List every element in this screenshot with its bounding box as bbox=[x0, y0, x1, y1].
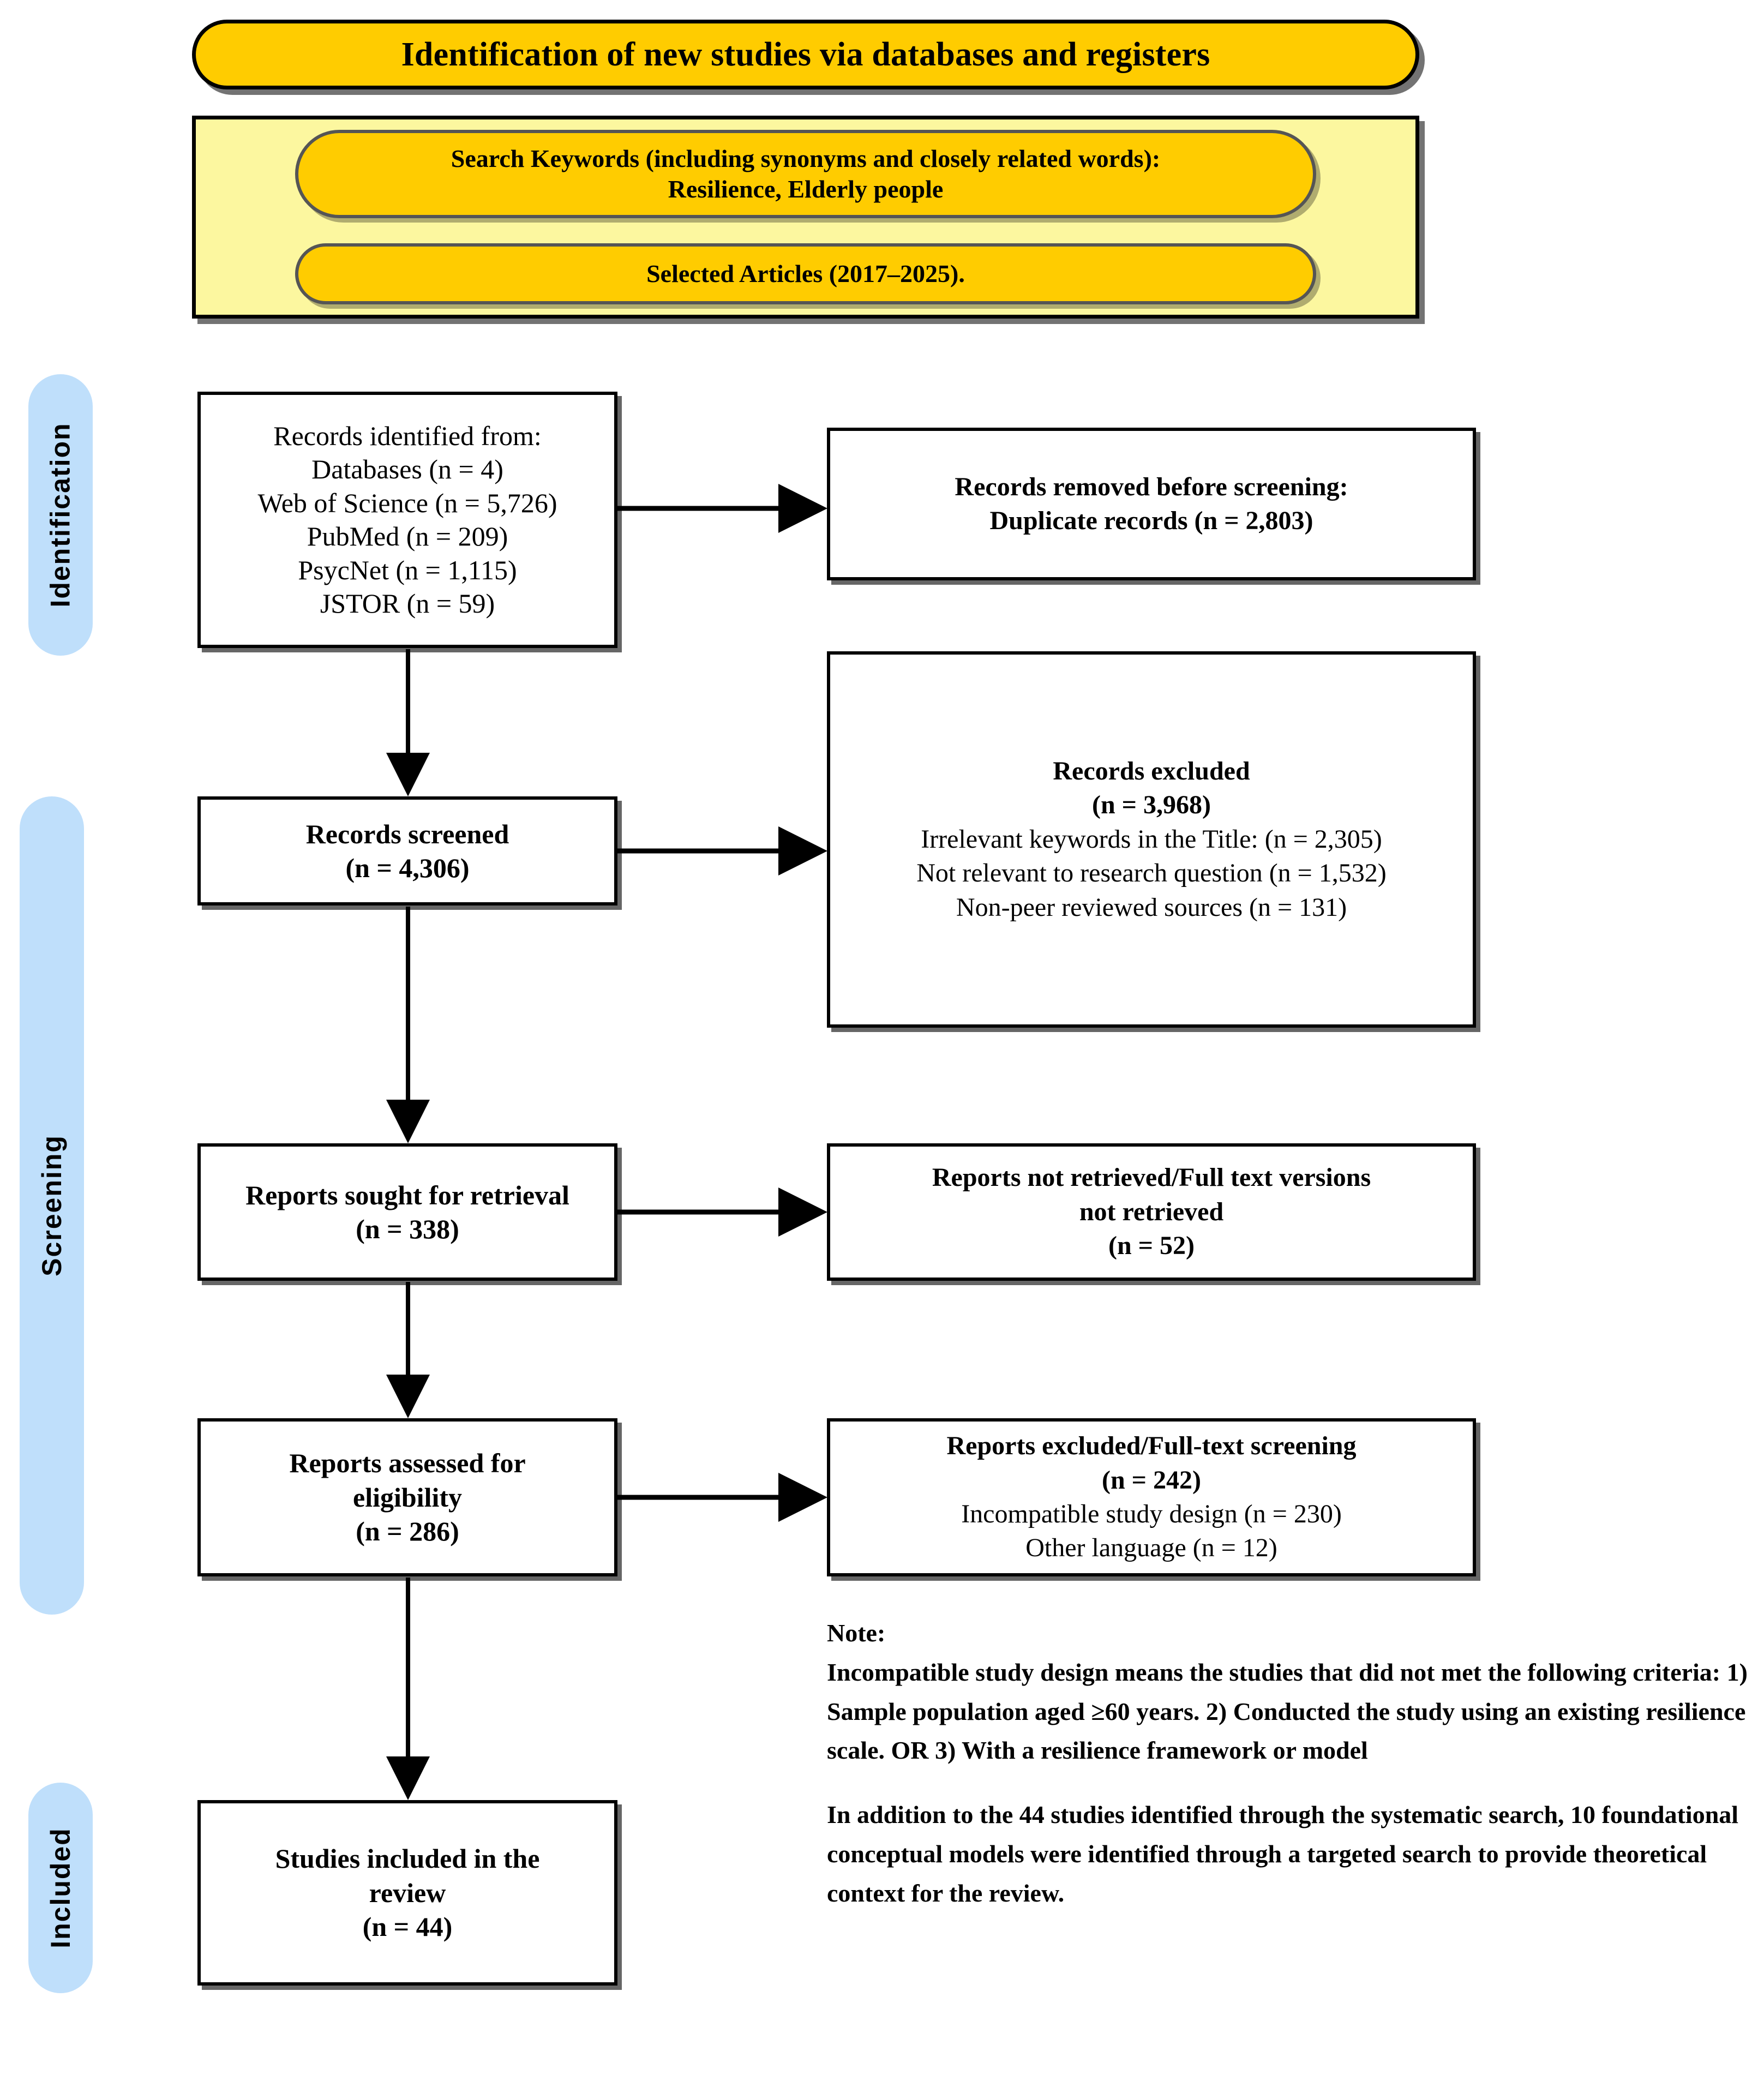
reports-assessed-label-2: eligibility bbox=[353, 1482, 462, 1513]
reports-excluded-title: Reports excluded/Full-text screening bbox=[946, 1431, 1357, 1461]
box-records-identified: Records identified from: Databases (n = … bbox=[197, 392, 617, 648]
records-excluded-count: (n = 3,968) bbox=[1091, 790, 1211, 820]
reports-sought-label: Reports sought for retrieval bbox=[245, 1179, 569, 1210]
selected-articles-pill: Selected Articles (2017–2025). bbox=[295, 243, 1316, 304]
search-keywords-value: Resilience, Elderly people bbox=[668, 175, 944, 203]
studies-included-label-2: review bbox=[369, 1877, 446, 1908]
box-studies-included: Studies included in the review (n = 44) bbox=[197, 1800, 617, 1986]
selected-articles-text: Selected Articles (2017–2025). bbox=[646, 259, 965, 287]
note-block: Note: Incompatible study design means th… bbox=[827, 1614, 1749, 1912]
reports-not-retrieved-label-1: Reports not retrieved/Full text versions bbox=[932, 1163, 1371, 1192]
stage-label-identification-text: Identification bbox=[45, 422, 76, 608]
box-records-screened: Records screened (n = 4,306) bbox=[197, 796, 617, 905]
reports-excluded-reason-1: Other language (n = 12) bbox=[1025, 1533, 1277, 1563]
box-reports-assessed: Reports assessed for eligibility (n = 28… bbox=[197, 1418, 617, 1576]
box-reports-excluded: Reports excluded/Full-text screening (n … bbox=[827, 1418, 1476, 1576]
reports-excluded-count: (n = 242) bbox=[1101, 1465, 1201, 1495]
search-keywords-pill: Search Keywords (including synonyms and … bbox=[295, 130, 1316, 218]
reports-not-retrieved-count: (n = 52) bbox=[1108, 1231, 1195, 1261]
records-excluded-reason-1: Not relevant to research question (n = 1… bbox=[916, 859, 1387, 888]
studies-included-count: (n = 44) bbox=[362, 1911, 453, 1942]
box-records-excluded: Records excluded (n = 3,968) Irrelevant … bbox=[827, 651, 1476, 1028]
box-reports-sought: Reports sought for retrieval (n = 338) bbox=[197, 1143, 617, 1281]
records-excluded-reason-2: Non-peer reviewed sources (n = 131) bbox=[956, 892, 1347, 922]
search-strategy-panel: Search Keywords (including synonyms and … bbox=[192, 116, 1419, 319]
stage-label-included-text: Included bbox=[45, 1827, 76, 1948]
records-identified-line-3: PsycNet (n = 1,115) bbox=[298, 554, 517, 585]
stage-label-screening-text: Screening bbox=[37, 1135, 67, 1276]
records-identified-line-0: Databases (n = 4) bbox=[311, 454, 503, 484]
box-reports-not-retrieved: Reports not retrieved/Full text versions… bbox=[827, 1143, 1476, 1281]
search-keywords-label: Search Keywords (including synonyms and … bbox=[451, 144, 1161, 172]
records-removed-duplicates: Duplicate records (n = 2,803) bbox=[989, 506, 1313, 535]
note-spacer bbox=[827, 1770, 1749, 1795]
records-identified-line-2: PubMed (n = 209) bbox=[307, 521, 508, 551]
stage-label-identification: Identification bbox=[28, 374, 93, 656]
records-identified-title: Records identified from: bbox=[273, 420, 542, 451]
diagram-title-banner: Identification of new studies via databa… bbox=[192, 20, 1419, 89]
reports-not-retrieved-label-2: not retrieved bbox=[1079, 1197, 1224, 1226]
records-identified-line-4: JSTOR (n = 59) bbox=[320, 588, 495, 619]
note-paragraph-2: In addition to the 44 studies identified… bbox=[827, 1801, 1739, 1907]
records-screened-label: Records screened bbox=[305, 818, 509, 849]
records-screened-count: (n = 4,306) bbox=[345, 853, 470, 883]
records-removed-label: Records removed before screening: bbox=[955, 472, 1348, 501]
records-excluded-reason-0: Irrelevant keywords in the Title: (n = 2… bbox=[921, 824, 1382, 854]
studies-included-label-1: Studies included in the bbox=[275, 1843, 540, 1874]
box-records-removed: Records removed before screening: Duplic… bbox=[827, 428, 1476, 580]
reports-assessed-count: (n = 286) bbox=[356, 1516, 459, 1547]
reports-excluded-reason-0: Incompatible study design (n = 230) bbox=[961, 1500, 1342, 1528]
stage-label-included: Included bbox=[28, 1783, 93, 1993]
diagram-title-text: Identification of new studies via databa… bbox=[401, 35, 1210, 73]
records-excluded-title: Records excluded bbox=[1053, 757, 1250, 786]
records-identified-line-1: Web of Science (n = 5,726) bbox=[257, 487, 557, 518]
note-heading: Note: bbox=[827, 1619, 886, 1647]
note-paragraph-1: Incompatible study design means the stud… bbox=[827, 1658, 1748, 1765]
stage-label-screening: Screening bbox=[20, 796, 84, 1615]
reports-sought-count: (n = 338) bbox=[356, 1214, 459, 1244]
reports-assessed-label-1: Reports assessed for bbox=[289, 1448, 526, 1479]
